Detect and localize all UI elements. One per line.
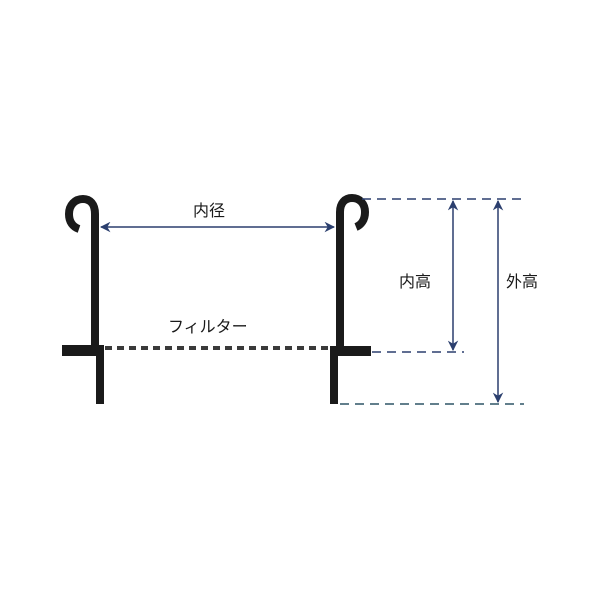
outer-height-label: 外高: [506, 272, 539, 291]
right-rim-hook: [336, 193, 370, 350]
inner-diameter-label: 内径: [193, 201, 226, 220]
left-rim-hook: [64, 194, 99, 350]
left-flange: [62, 345, 104, 356]
right-wall: [330, 193, 371, 404]
right-lower-leg: [330, 346, 338, 404]
filter-label: フィルター: [168, 317, 248, 336]
inner-height-label: 内高: [399, 272, 432, 291]
left-lower-leg: [96, 350, 104, 404]
right-flange: [332, 346, 371, 356]
left-wall: [62, 194, 104, 404]
